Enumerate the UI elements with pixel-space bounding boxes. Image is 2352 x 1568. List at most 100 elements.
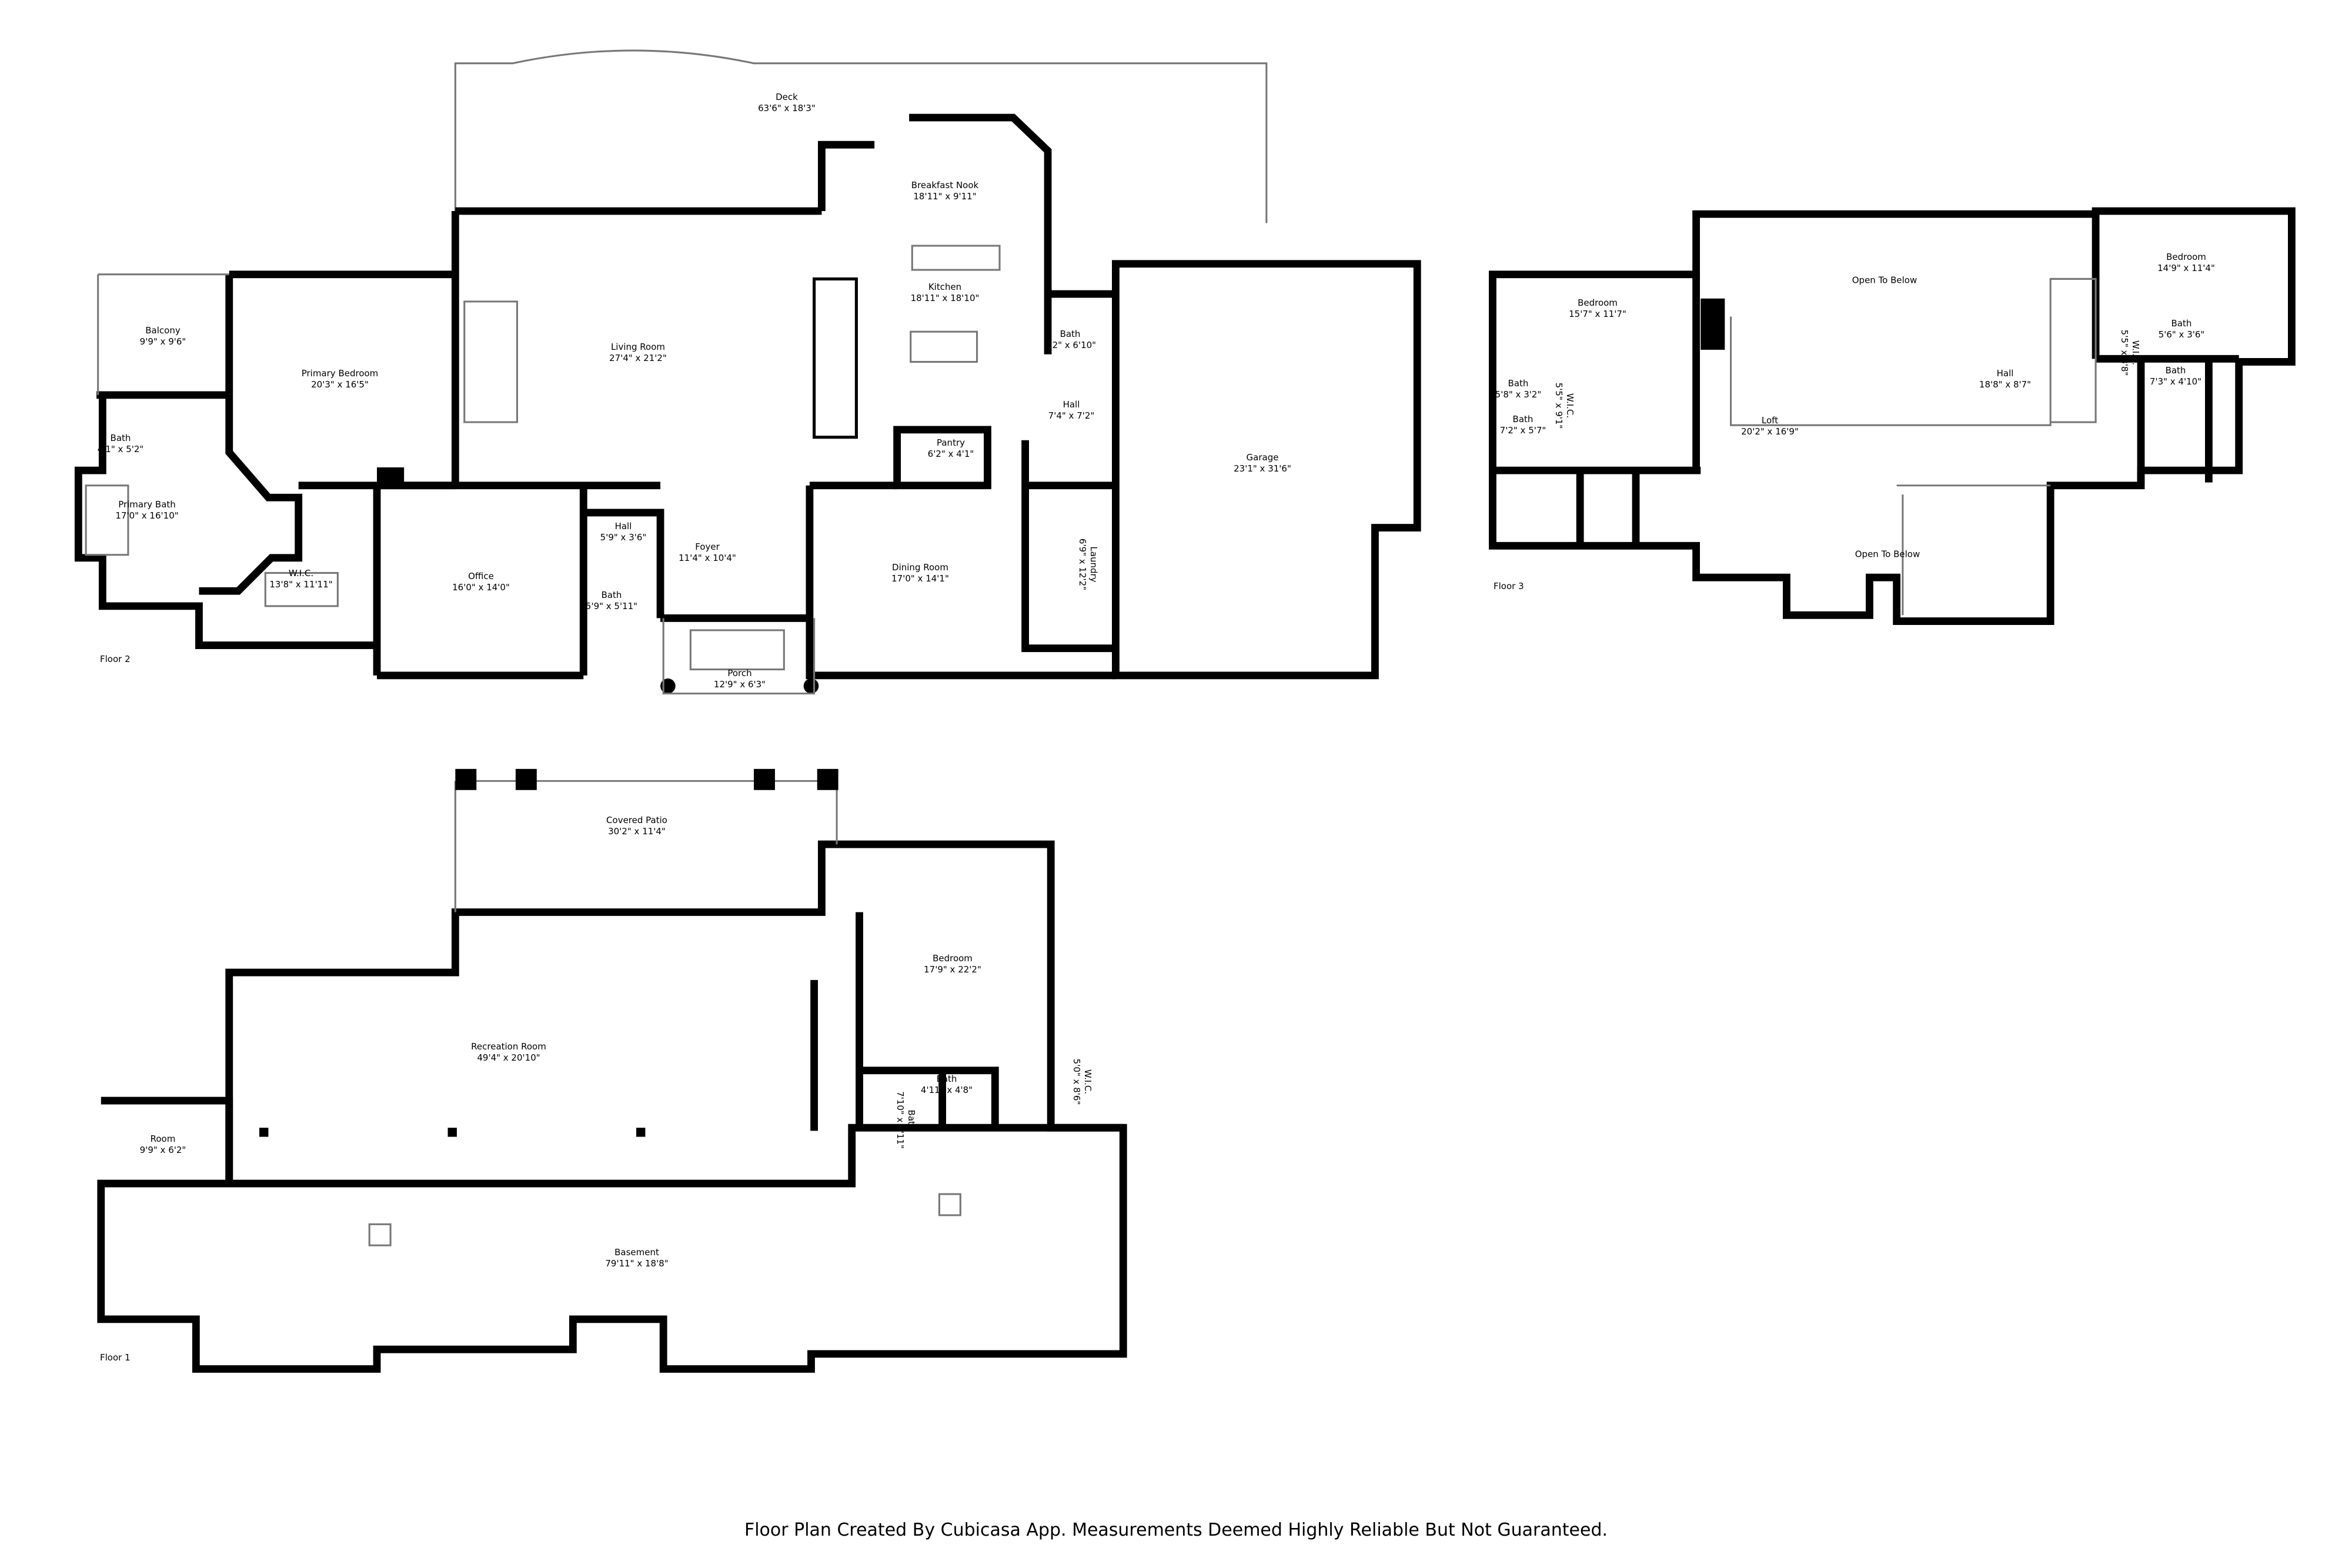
room-dimensions: 20'3" x 16'5" (311, 379, 369, 390)
room-dimensions: 7'4" x 7'2" (1048, 410, 1095, 421)
room-dimensions: 12'9" x 6'3" (713, 679, 766, 690)
room-name: Breakfast Nook (911, 180, 979, 190)
room-dimensions: 16'0" x 14'0" (452, 582, 510, 593)
room-name: Bath (936, 1074, 957, 1084)
room-name: Porch (727, 668, 752, 678)
room-name: Bedroom (2166, 252, 2206, 262)
room-dimensions: 11'4" x 10'4" (679, 553, 736, 563)
room-name: Kitchen (928, 282, 962, 292)
room-name: Living Room (610, 342, 666, 352)
room-dimensions: 79'11" x 18'8" (605, 1258, 669, 1269)
room-dimensions: 14'9" x 11'4" (2157, 263, 2215, 273)
room-dimensions: 27'4" x 21'2" (609, 353, 667, 363)
room-wic: W.I.C.13'8" x 11'11" (269, 568, 332, 590)
floor-2-label: Floor 2 (100, 654, 131, 664)
room-open-to-below: Open To Below (1852, 275, 1917, 286)
room-name: Bath (110, 433, 131, 443)
room-name: Recreation Room (471, 1041, 546, 1052)
room-name: Primary Bath (118, 499, 176, 510)
room-dimensions: 18'11" x 9'11" (913, 191, 977, 202)
room-dimensions: 49'4" x 20'10" (477, 1052, 540, 1063)
room-name: Basement (614, 1247, 659, 1258)
room-dimensions: 7'10" x 8'11" (895, 1091, 906, 1149)
room-name: Hall (1996, 368, 2014, 379)
room-dimensions: 17'9" x 22'2" (924, 964, 981, 975)
room-dimensions: 13'8" x 11'11" (269, 579, 333, 590)
room-name: Bedroom (1578, 297, 1618, 308)
room-dimensions: 5'5" x 9'1" (1553, 382, 1564, 429)
room-dimensions: 5'8" x 3'2" (1495, 389, 1542, 400)
room-dimensions: 30'2" x 11'4" (608, 826, 666, 837)
room-dimensions: 17'0" x 14'1" (891, 573, 949, 584)
room-name: Bedroom (933, 953, 973, 964)
room-name: Hall (614, 521, 632, 531)
room-dimensions: 9'9" x 9'6" (139, 336, 186, 347)
room-name: Bath (2171, 318, 2192, 329)
room-dimensions: 18'11" x 18'10" (910, 293, 980, 303)
room-dimensions: 17'0" x 16'10" (115, 510, 179, 521)
floor-3-label: Floor 3 (1494, 581, 1524, 591)
room-name: Dining Room (892, 562, 948, 573)
room-dimensions: 4'11" x 4'8" (920, 1085, 973, 1095)
room-name: Foyer (695, 541, 720, 552)
disclaimer-footer: Floor Plan Created By Cubicasa App. Meas… (744, 1520, 1608, 1540)
room-dimensions: 6'9" x 12'2" (1077, 538, 1088, 591)
room-dimensions: 6'2" x 4'1" (927, 449, 974, 459)
room-dimensions: 63'6" x 18'3" (758, 103, 816, 113)
room-dimensions: 5'9" x 5'11" (585, 601, 638, 611)
room-name: Bath (1512, 414, 1534, 424)
room-dimensions: 7'3" x 4'10" (2149, 376, 2202, 387)
room-dimensions: 5'9" x 3'6" (600, 532, 647, 543)
room-dimensions: 5'5" x 8'8" (2119, 329, 2130, 376)
room-name: Bath (906, 1109, 917, 1131)
room-open-to-below-2: Open To Below (1855, 549, 1920, 560)
room-name: Pantry (936, 437, 965, 448)
room-dimensions: 4'1" x 5'2" (97, 444, 144, 454)
room-name: Primary Bedroom (301, 368, 379, 379)
room-name: Bath (1508, 378, 1529, 389)
room-name: Room (150, 1134, 176, 1144)
room-name: Office (468, 571, 494, 581)
room-name: W.I.C. (1083, 1069, 1093, 1095)
room-name: Deck (776, 92, 798, 102)
room-name: Hall (1063, 399, 1080, 410)
room-wic-2: W.I.C.5'5" x 8'8" (2119, 330, 2141, 376)
room-dimensions: 20'2" x 16'9" (1741, 426, 1799, 437)
room-dimensions: 5'2" x 6'10" (1044, 340, 1097, 350)
room-name: Open To Below (1855, 549, 1920, 560)
room-name: W.I.C. (288, 568, 314, 579)
room-wic: W.I.C.5'5" x 9'1" (1553, 383, 1575, 429)
room-name: Garage (1246, 452, 1279, 463)
room-name: W.I.C. (2130, 340, 2141, 366)
room-name: Laundry (1088, 546, 1099, 583)
